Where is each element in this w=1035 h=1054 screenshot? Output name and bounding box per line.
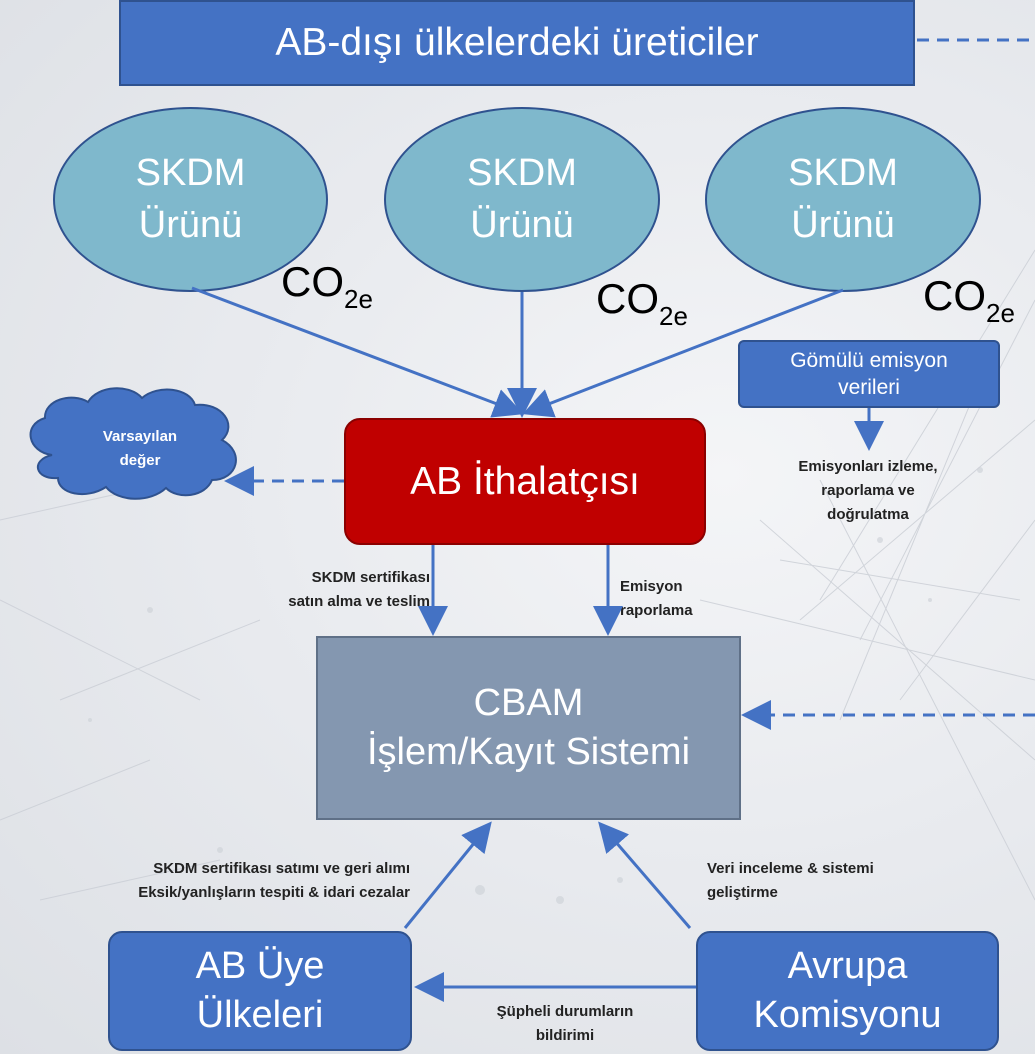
eu-member-states-box: AB Üye Ülkeleri <box>108 931 412 1051</box>
arrow-member-to-cbam <box>403 821 492 929</box>
default-value-label: Varsayılan değer <box>102 428 178 469</box>
product-1-line1: SKDM <box>135 152 246 195</box>
embedded-emissions-line2: verileri <box>838 376 900 399</box>
product-3-line2: Ürünü <box>791 203 895 246</box>
cbam-line2: İşlem/Kayıt Sistemi <box>366 731 691 773</box>
commission-line2: Komisyonu <box>753 994 942 1036</box>
member-states-line2: Ülkeleri <box>196 994 324 1036</box>
product-ellipse-1: SKDM Ürünü <box>53 107 328 292</box>
member-states-line1: AB Üye <box>195 944 325 987</box>
eu-importer-box: AB İthalatçısı <box>344 418 706 545</box>
non-eu-producers-label: AB-dışı ülkelerdeki üreticiler <box>275 21 759 64</box>
monitoring-label: Emisyonları izleme, raporlama ve doğrula… <box>798 458 938 523</box>
product-2-line1: SKDM <box>467 152 577 195</box>
emission-report-label: Emisyon raporlama <box>620 578 693 619</box>
cbam-line1: CBAM <box>473 681 584 724</box>
product-ellipse-2: SKDM Ürünü <box>384 107 660 292</box>
product-2-line2: Ürünü <box>470 203 574 246</box>
commission-action-label: Veri inceleme & sistemi geliştirme <box>707 860 874 901</box>
co2-label-1: CO2e <box>281 258 373 314</box>
arrow-commission-to-cbam <box>598 821 692 929</box>
european-commission-box: Avrupa Komisyonu <box>696 931 999 1051</box>
co2-label-2: CO2e <box>596 275 688 331</box>
commission-line1: Avrupa <box>787 944 908 987</box>
cert-purchase-label: SKDM sertifikası satın alma ve teslim <box>288 569 430 610</box>
arrow-product1-to-importer <box>191 286 524 418</box>
embedded-emissions-line1: Gömülü emisyon <box>790 348 948 372</box>
suspicious-cases-label: Şüpheli durumların bildirimi <box>496 1003 634 1044</box>
embedded-emissions-box: Gömülü emisyon verileri <box>738 340 1000 408</box>
cbam-system-box: CBAM İşlem/Kayıt Sistemi <box>316 636 741 820</box>
product-1-line2: Ürünü <box>138 203 243 246</box>
member-states-action-label: SKDM sertifikası satımı ve geri alımı Ek… <box>138 860 410 901</box>
co2-label-3: CO2e <box>923 272 1015 328</box>
product-3-line1: SKDM <box>788 152 898 195</box>
eu-importer-label: AB İthalatçısı <box>410 459 640 503</box>
non-eu-producers-banner: AB-dışı ülkelerdeki üreticiler <box>119 0 915 86</box>
product-ellipse-3: SKDM Ürünü <box>705 107 981 292</box>
arrow-product3-to-importer <box>522 288 844 418</box>
